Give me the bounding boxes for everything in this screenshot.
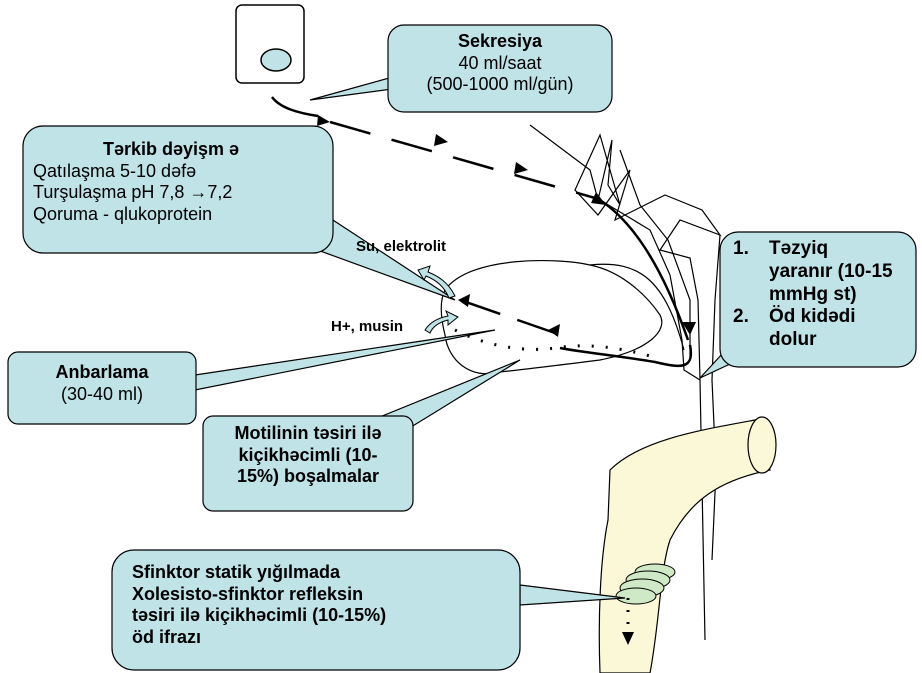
pressure-item-1-line-3: mmHg st) [769, 284, 913, 307]
secretion-daily: (500-1000 ml/gün) [388, 74, 612, 96]
sphincter-line-2: Xolesisto-sfinktor refleksin [132, 584, 512, 606]
callout-secretion-tail [310, 75, 400, 100]
motilin-line-3: 15%) boşalmalar [203, 466, 413, 488]
pressure-item-2-line-2: dolur [769, 329, 913, 352]
callout-secretion: Sekresiya 40 ml/saat (500-1000 ml/gün) [388, 31, 612, 96]
motilin-line-2: kiçikhəcimli (10- [203, 445, 413, 467]
hepatocyte-cell [236, 5, 304, 83]
motilin-line-1: Motilinin təsiri ilə [203, 423, 413, 445]
cell-nucleus [261, 49, 291, 71]
pressure-item-2-number: 2. [733, 306, 749, 329]
pressure-item-1: 1. Təzyiq yaranır (10-15 mmHg st) [733, 238, 913, 306]
arrowhead-4 [591, 192, 606, 205]
arrowhead-3 [514, 162, 528, 174]
hplus-mucin-label: H+, musin [331, 318, 403, 336]
secretion-title: Sekresiya [388, 31, 612, 53]
composition-title: Tərkib dəyişm ə [103, 139, 333, 161]
common-bile-duct [712, 235, 720, 560]
pressure-item-1-number: 1. [733, 238, 749, 261]
sphincter-line-3: təsiri ilə kiçikhəcimli (10-15%) [132, 605, 512, 627]
callout-motilin: Motilinin təsiri ilə kiçikhəcimli (10- 1… [203, 423, 413, 488]
arrowhead-2 [434, 134, 448, 146]
composition-line-3: Qoruma - qlukoprotein [33, 204, 333, 226]
storage-volume: (30-40 ml) [8, 384, 196, 406]
composition-line-2: Turşulaşma pH 7,8 →7,2 [33, 182, 333, 204]
secretion-rate: 40 ml/saat [388, 53, 612, 75]
callout-pressure: 1. Təzyiq yaranır (10-15 mmHg st) 2. Öd … [733, 238, 913, 352]
sphincter-line-4: öd ifrazı [132, 627, 512, 649]
callout-composition: Tərkib dəyişm ə Qatılaşma 5-10 dəfə Turş… [23, 139, 333, 225]
flow-dashes-secretion [330, 122, 595, 198]
callout-storage: Anbarlama (30-40 ml) [8, 362, 196, 405]
callout-sphincter: Sfinktor statik yığılmada Xolesisto-sfin… [132, 562, 512, 648]
composition-line-1: Qatılaşma 5-10 dəfə [33, 161, 333, 183]
storage-title: Anbarlama [8, 362, 196, 384]
pressure-item-1-line-2: yaranır (10-15 [769, 261, 913, 284]
callout-storage-tail [195, 330, 495, 390]
duodenum-opening [748, 417, 776, 473]
water-electrolyte-label: Su, elektrolit [356, 238, 446, 256]
arrowhead-1 [317, 115, 330, 126]
pressure-item-2-line-1: Öd kidədi [769, 306, 913, 329]
pressure-item-2: 2. Öd kidədi dolur [733, 306, 913, 352]
pressure-item-1-line-1: Təzyiq [769, 238, 913, 261]
sphincter-line-1: Sfinktor statik yığılmada [132, 562, 512, 584]
